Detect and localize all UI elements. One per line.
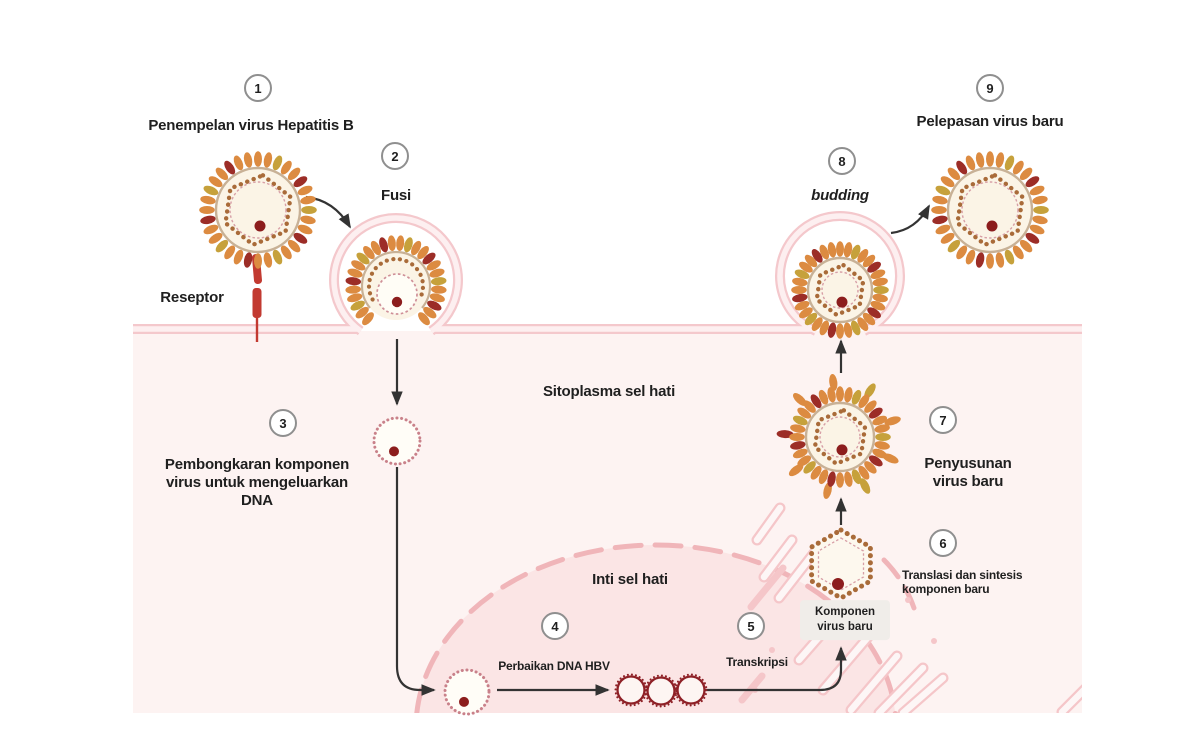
- virus-released: [931, 151, 1049, 269]
- new-capsid-hexagon: [809, 527, 873, 601]
- step-7-label: Penyusunan virus baru: [924, 455, 1012, 490]
- step-6-label: Translasi dan sintesis komponen baru: [902, 568, 1023, 597]
- cccdna-rings: [614, 673, 708, 708]
- step-8-badge: 8: [828, 147, 856, 175]
- arrow-release: [890, 204, 930, 235]
- step-9-badge: 9: [976, 74, 1004, 102]
- virus-assembling: [776, 373, 901, 499]
- arrow-capsid-to-nucleus: [395, 467, 436, 696]
- receptor-label: Reseptor: [160, 289, 224, 306]
- cell-membrane-core: [133, 213, 1082, 334]
- new-components-label: Komponen virus baru: [800, 600, 890, 640]
- uncoated-capsid: [372, 416, 422, 466]
- arrow-transcription: [701, 646, 847, 692]
- step-3-badge: 3: [269, 409, 297, 437]
- step-2-badge: 2: [381, 142, 409, 170]
- step-3-label: Pembongkaran komponen virus untuk mengel…: [164, 456, 350, 509]
- step-4-badge: 4: [541, 612, 569, 640]
- step-1-badge: 1: [244, 74, 272, 102]
- cytoplasm-label: Sitoplasma sel hati: [542, 383, 676, 400]
- capsid-in-nucleus: [443, 668, 491, 716]
- virus-budding: [791, 241, 889, 339]
- step-7-badge: 7: [929, 406, 957, 434]
- step-2-label: Fusi: [380, 187, 412, 204]
- step-5-badge: 5: [737, 612, 765, 640]
- step-9-label: Pelepasan virus baru: [916, 113, 1064, 130]
- step-1-label: Penempelan virus Hepatitis B: [148, 117, 354, 134]
- step-8-label: budding: [811, 187, 869, 204]
- step-6-badge: 6: [929, 529, 957, 557]
- nucleus-region: [414, 542, 917, 713]
- nucleus-label: Inti sel hati: [592, 571, 668, 588]
- step-4-label: Perbaikan DNA HBV: [498, 658, 610, 673]
- virus-fusing: [345, 235, 447, 326]
- virus-attached: [199, 151, 317, 269]
- step-5-label: Transkripsi: [726, 654, 788, 669]
